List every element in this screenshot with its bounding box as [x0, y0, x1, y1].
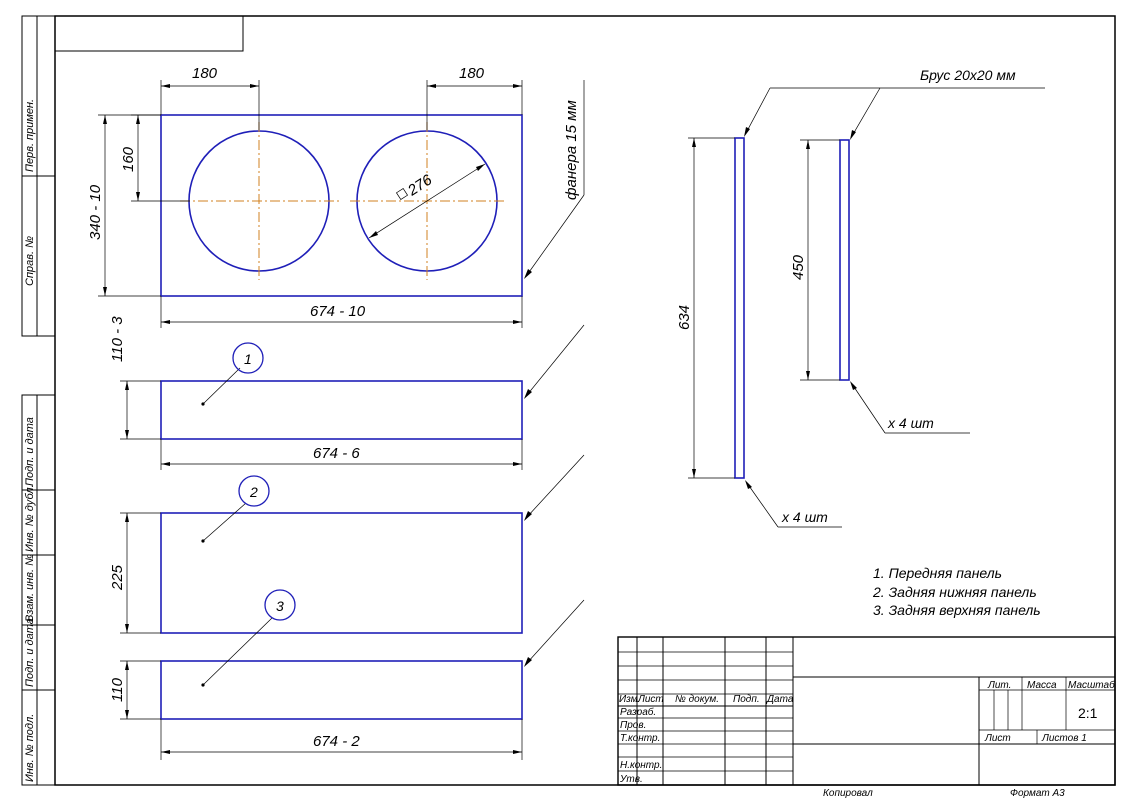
title-block — [617, 636, 1116, 786]
dim-hole-right-label: 180 — [459, 65, 485, 82]
dim-hole-left-label: 180 — [192, 65, 218, 82]
dim-top-width — [160, 296, 523, 328]
beam-label: Брус 20х20 мм — [920, 67, 1016, 83]
tb-massa: Масса — [1027, 680, 1057, 691]
dim-panel-1-width — [160, 439, 523, 470]
qty-leader-long — [745, 480, 842, 528]
beam-leader — [744, 87, 1045, 140]
side-label-perv-primen: Перв. примен. — [24, 99, 36, 172]
dim-panel-3-width — [160, 719, 523, 760]
dim-panel-3-height — [120, 660, 161, 720]
tb-prov: Пров. — [620, 720, 646, 731]
legend-item-3: 3. Задняя верхняя панель — [873, 602, 1041, 618]
dim-diameter-label: 276 — [404, 171, 436, 200]
dim-top-height — [98, 114, 161, 297]
panel-3-leader — [201, 589, 585, 687]
tb-col-podp: Подп. — [733, 694, 760, 705]
dim-beam-long-label: 634 — [676, 305, 693, 330]
tb-t-kontr: Т.контр. — [620, 733, 660, 744]
dim-panel-2-height — [120, 512, 161, 634]
beam-short — [839, 139, 850, 381]
side-label-vzam-inv: Взам. инв. № — [24, 554, 36, 622]
side-label-podp-data-2: Подп. и дата — [24, 618, 36, 687]
tb-razrab: Разраб. — [620, 706, 656, 718]
side-label-inv-podl: Инв. № подл. — [24, 714, 36, 782]
drawing-frame — [54, 15, 1116, 786]
dim-panel-1-height — [120, 380, 161, 440]
tb-col-docum: № докум. — [675, 694, 719, 705]
dim-panel-1-width-label: 674 - 6 — [313, 445, 360, 462]
material-label: фанера 15 мм — [563, 100, 580, 200]
tb-col-izm: Изм. — [619, 694, 640, 705]
tb-col-data: Дата — [766, 694, 794, 705]
dim-hole-left — [160, 80, 260, 130]
panel-2-leader — [201, 454, 585, 543]
dim-panel-3-height-label: 110 — [109, 677, 126, 702]
material-leader — [524, 80, 585, 279]
legend-item-1: 1. Передняя панель — [873, 565, 1002, 581]
beam-long — [734, 137, 745, 479]
dim-hole-height-label: 160 — [120, 146, 137, 172]
tb-listov: Листов 1 — [1041, 733, 1087, 744]
dim-top-width-label: 674 - 10 — [310, 303, 366, 320]
side-label-inv-dubl: Инв. № дубл. — [24, 484, 36, 552]
footer-format: Формат А3 — [1010, 788, 1065, 799]
dim-panel-1-height-label: 110 - 3 — [109, 316, 126, 362]
top-left-box — [54, 16, 244, 52]
panel-2-number: 2 — [249, 484, 258, 500]
side-strip-bottom — [21, 394, 56, 786]
tb-utv: Утв. — [619, 774, 643, 785]
side-label-sprav-no: Справ. № — [24, 236, 36, 286]
tb-masshtab: Масштаб — [1068, 679, 1115, 691]
panel-3-number: 3 — [276, 598, 284, 614]
dim-beam-short — [800, 139, 840, 381]
panel-1-leader — [201, 324, 585, 406]
qty-label-short: х 4 шт — [887, 415, 934, 431]
dim-panel-2-height-label: 225 — [109, 564, 126, 591]
dim-beam-long — [688, 137, 735, 479]
dim-beam-short-label: 450 — [790, 254, 807, 280]
panel-2 — [160, 512, 523, 634]
panel-1-number: 1 — [244, 351, 252, 367]
qty-label-long: х 4 шт — [781, 509, 828, 525]
panel-3 — [160, 660, 523, 720]
top-panel — [160, 114, 523, 297]
dim-top-height-label: 340 - 10 — [87, 184, 104, 240]
qty-leader-short — [850, 381, 970, 434]
legend-item-2: 2. Задняя нижняя панель — [872, 584, 1037, 600]
tb-n-kontr: Н.контр. — [620, 760, 662, 771]
dim-hole-right — [426, 80, 523, 130]
side-strip-top — [21, 15, 56, 337]
dim-panel-3-width-label: 674 - 2 — [313, 733, 360, 750]
dim-diameter — [368, 163, 486, 239]
tb-lit: Лит. — [987, 680, 1011, 691]
tb-list: Лист — [984, 733, 1011, 744]
panel-1 — [160, 380, 523, 440]
tb-col-list: Лист — [637, 694, 664, 705]
footer-kopiroval: Копировал — [823, 788, 873, 799]
tb-scale: 2:1 — [1078, 705, 1098, 721]
side-label-podp-data-1: Подп. и дата — [24, 417, 36, 486]
